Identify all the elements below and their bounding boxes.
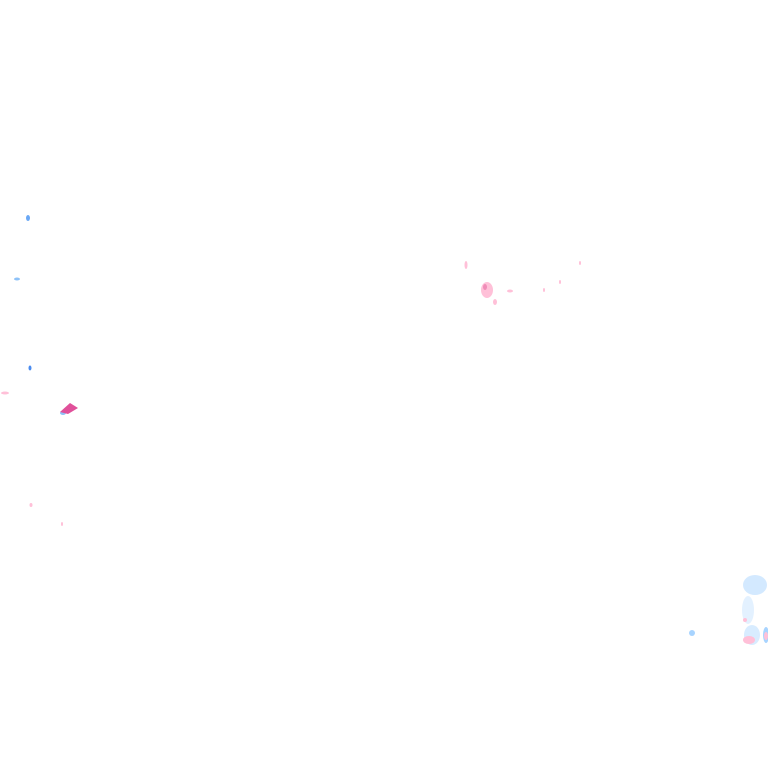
rain-echo (1, 391, 9, 395)
rain-echo (464, 261, 468, 269)
rain-echo (559, 280, 561, 284)
rain-echo (493, 299, 497, 305)
snow-echo (28, 365, 32, 371)
rain-echo (543, 288, 545, 292)
snow-echo (26, 215, 30, 221)
snow-echo (14, 277, 20, 281)
rain-echo (579, 261, 581, 265)
snow-echo (742, 596, 754, 624)
snow-echo (743, 575, 767, 595)
rain-echoes (1, 261, 768, 644)
rain-echo (764, 632, 768, 640)
rain-echo (29, 503, 33, 507)
rain-echo (743, 636, 755, 644)
rain-echo (61, 522, 63, 526)
snow-echoes (14, 215, 768, 645)
rain-echo (60, 403, 78, 414)
rain-echo (743, 618, 747, 622)
rain-echo (507, 289, 513, 293)
rain-echo (483, 284, 487, 290)
rain-echo (481, 282, 493, 298)
snow-echo (689, 630, 695, 636)
